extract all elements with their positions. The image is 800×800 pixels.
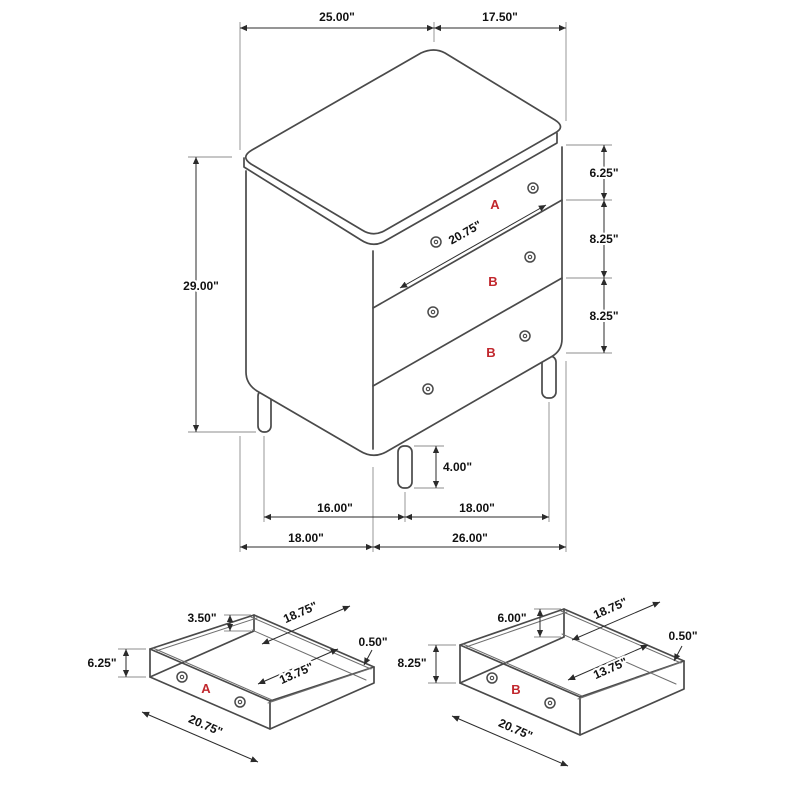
- dim-label-drawer-b1-height: 8.25": [589, 232, 618, 246]
- drawer-knob-icon: [430, 236, 442, 248]
- dim-label-leg-height: 4.00": [443, 460, 472, 474]
- dresser-drawing: [243, 49, 563, 489]
- dim-label-base-width: 26.00": [452, 531, 488, 545]
- dim-label-drawer-b2-height: 8.25": [589, 309, 618, 323]
- drawer-b-detail-letter: B: [511, 682, 520, 697]
- main-extension-lines: [188, 22, 612, 552]
- dim-label-a-back-height: 3.50": [187, 611, 216, 625]
- drawer-knob-icon: [176, 671, 188, 683]
- dresser-leg-right: [541, 355, 557, 399]
- drawer-a-detail-view: 6.25" 3.50" 18.75" 0.50" 13.75" 20.75" A: [85, 597, 390, 763]
- drawer-b1-letter: B: [488, 274, 497, 289]
- dim-label-top-depth: 17.50": [482, 10, 518, 24]
- drawer-knob-icon: [519, 330, 531, 342]
- drawer-a-detail-letter: A: [201, 681, 211, 696]
- drawer-divider-2: [372, 277, 563, 387]
- drawer-knob-icon: [544, 697, 556, 709]
- dim-label-drawer-a-height: 6.25": [589, 166, 618, 180]
- dresser-leg-front: [397, 445, 413, 489]
- dim-label-overall-height: 29.00": [183, 279, 219, 293]
- main-dimension-lines: [192, 24, 608, 551]
- drawer-b-drawing: [459, 608, 685, 736]
- dim-label-b-front-height: 8.25": [397, 656, 426, 670]
- drawer-a-dimension-lines: [122, 605, 373, 763]
- drawer-knob-icon: [486, 672, 498, 684]
- dim-label-b-back-height: 6.00": [497, 611, 526, 625]
- drawer-a-drawing: [149, 614, 375, 730]
- dim-label-leg-spacing-depth: 16.00": [317, 501, 353, 515]
- dim-label-top-width: 25.00": [319, 10, 355, 24]
- dim-label-b-width: 20.75": [496, 716, 534, 743]
- dim-label-a-side-thickness: 0.50": [358, 635, 387, 649]
- drawer-knob-icon: [422, 383, 434, 395]
- dim-label-base-depth: 18.00": [288, 531, 324, 545]
- drawer-a-front-top-edge: [149, 648, 271, 702]
- dim-label-a-front-height: 6.25": [87, 656, 116, 670]
- dresser-top-slab-edge: [243, 132, 558, 246]
- dim-label-a-width: 20.75": [186, 712, 224, 739]
- drawer-b-front-top-edge: [459, 644, 581, 698]
- drawer-b-left-wall-edge: [459, 608, 565, 684]
- drawer-b2-letter: B: [486, 345, 495, 360]
- dim-label-leg-spacing-width: 18.00": [459, 501, 495, 515]
- drawer-knob-icon: [524, 251, 536, 263]
- drawer-a-letter: A: [490, 197, 500, 212]
- main-dresser-view: 25.00" 17.50" 29.00" 6.25" 8.25" 8.25" 2…: [181, 8, 621, 552]
- dresser-top-face: [244, 49, 562, 235]
- drawer-knob-icon: [234, 696, 246, 708]
- drawer-b-dimension-lines: [432, 601, 683, 767]
- drawer-knob-icon: [527, 182, 539, 194]
- dim-label-b-side-thickness: 0.50": [668, 629, 697, 643]
- drawer-knob-icon: [427, 306, 439, 318]
- drawer-b-detail-view: 8.25" 6.00" 18.75" 0.50" 13.75" 20.75" B: [395, 593, 700, 767]
